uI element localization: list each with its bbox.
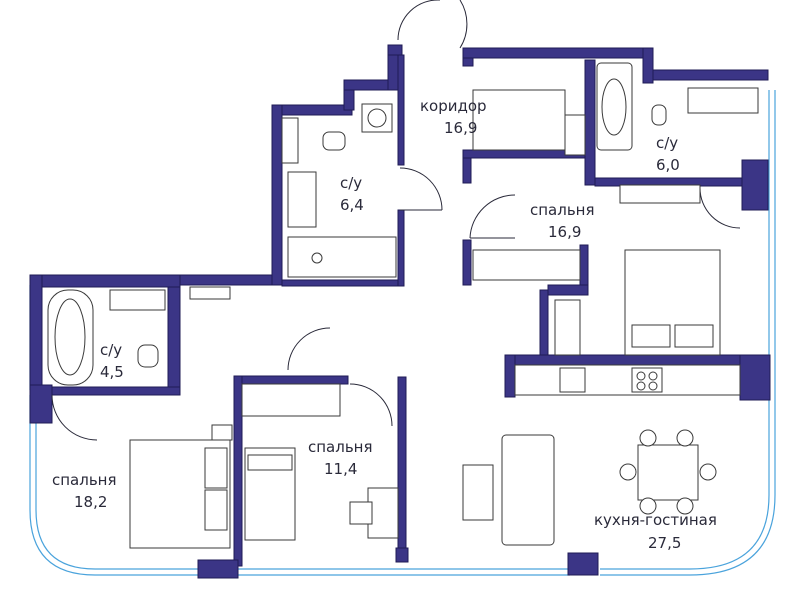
room-name-bathroom-64: с/у: [340, 174, 362, 192]
walls: [29, 44, 771, 579]
room-area-corridor: 16,9: [444, 119, 477, 137]
room-area-bathroom-64: 6,4: [340, 196, 364, 214]
room-name-bathroom-45: с/у: [100, 341, 122, 359]
room-area-bedroom-182: 18,2: [74, 493, 107, 511]
room-name-corridor: коридор: [420, 97, 487, 115]
doors: [51, 0, 741, 441]
room-area-kitchen-living: 27,5: [648, 534, 681, 552]
room-name-kitchen-living: кухня-гостиная: [594, 511, 717, 529]
room-name-bedroom-182: спальня: [52, 471, 117, 489]
room-area-bathroom-45: 4,5: [100, 363, 124, 381]
room-name-bedroom-114: спальня: [308, 438, 373, 456]
room-labels: коридор 16,9 с/у 6,4 с/у 6,0 спальня 16,…: [52, 97, 717, 552]
room-name-bathroom-60: с/у: [656, 134, 678, 152]
room-area-bathroom-60: 6,0: [656, 156, 680, 174]
window-glazing: [29, 90, 776, 576]
furniture: [47, 62, 759, 549]
columns: [189, 114, 586, 356]
room-area-bedroom-114: 11,4: [324, 460, 357, 478]
room-name-bedroom-169: спальня: [530, 201, 595, 219]
room-area-bedroom-169: 16,9: [548, 223, 581, 241]
